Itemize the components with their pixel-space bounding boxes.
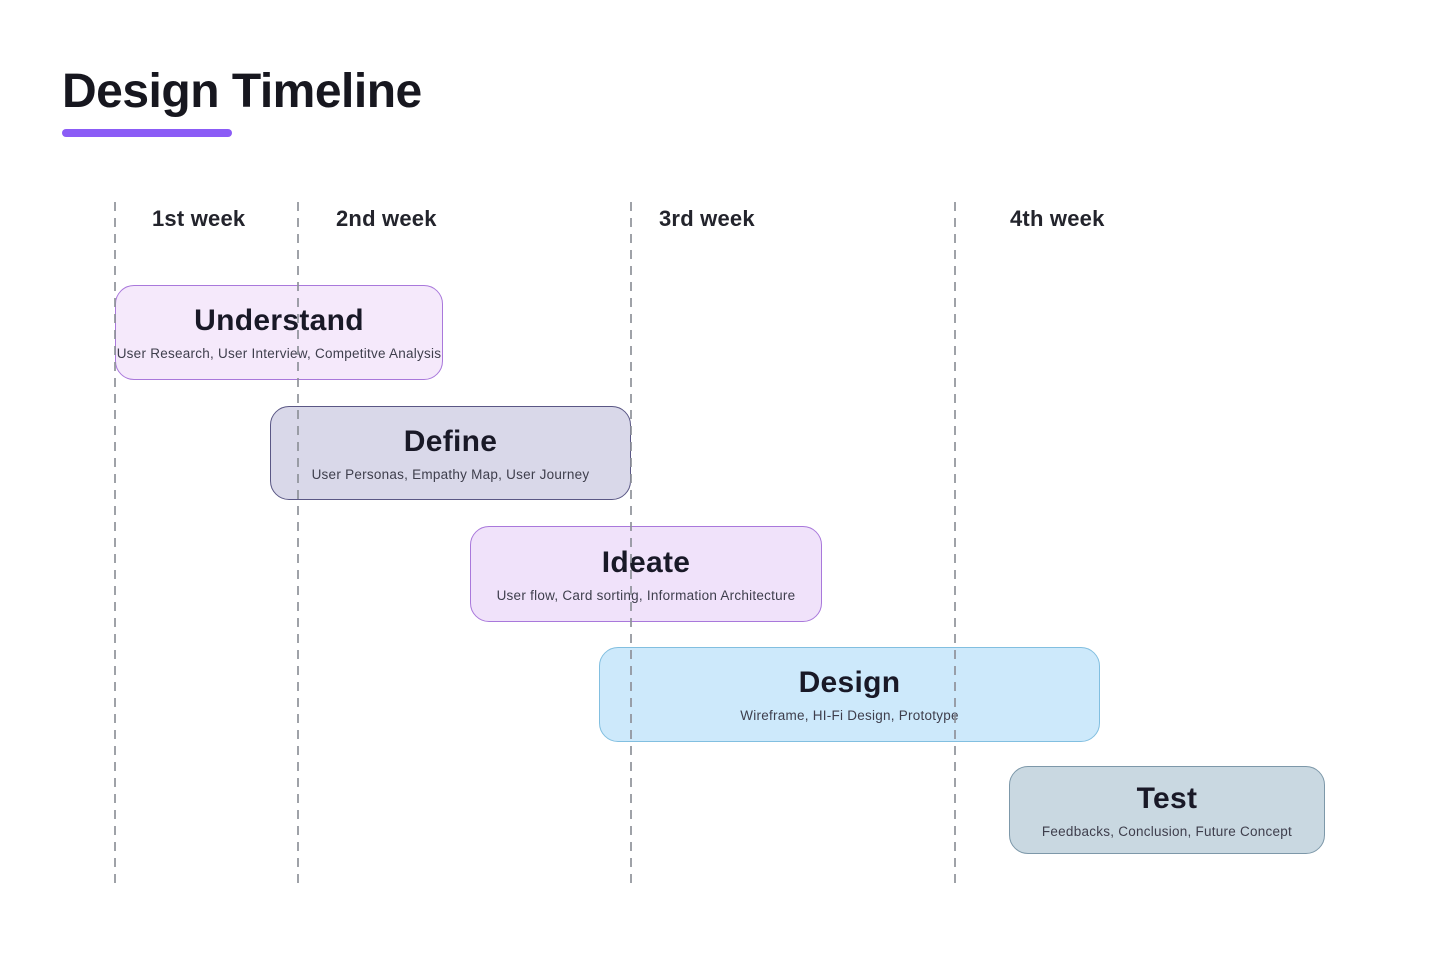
week-gridline-2 (297, 202, 299, 890)
phase-title: Ideate (601, 545, 691, 579)
week-label-4th: 4th week (1010, 206, 1105, 231)
phase-title: Design (798, 666, 901, 699)
phase-tasks: Feedbacks, Conclusion, Future Concept (1041, 823, 1293, 839)
phase-tasks: User Research, User Interview, Competitv… (116, 346, 442, 361)
phase-card-test: Test Feedbacks, Conclusion, Future Conce… (1009, 766, 1325, 854)
title-underline (62, 129, 232, 137)
week-label-2nd: 2nd week (336, 206, 437, 231)
phase-tasks: User Personas, Empathy Map, User Journey (311, 466, 590, 482)
week-label-1st: 1st week (152, 206, 246, 231)
phase-tasks: Wireframe, HI-Fi Design, Prototype (740, 708, 959, 723)
phase-card-ideate: Ideate User flow, Card sorting, Informat… (470, 526, 822, 622)
phase-tasks: User flow, Card sorting, Information Arc… (496, 587, 796, 603)
phase-card-design: Design Wireframe, HI-Fi Design, Prototyp… (599, 647, 1100, 742)
phase-card-understand: Understand User Research, User Interview… (115, 285, 443, 380)
phase-title: Test (1136, 781, 1198, 815)
phase-title: Define (403, 424, 498, 458)
phase-title: Understand (194, 304, 364, 337)
week-gridline-1 (114, 202, 116, 890)
phase-card-define: Define User Personas, Empathy Map, User … (270, 406, 631, 500)
page-title: Design Timeline (62, 65, 422, 118)
week-label-3rd: 3rd week (659, 206, 755, 231)
week-gridline-4 (954, 202, 956, 890)
week-gridline-3 (630, 202, 632, 890)
